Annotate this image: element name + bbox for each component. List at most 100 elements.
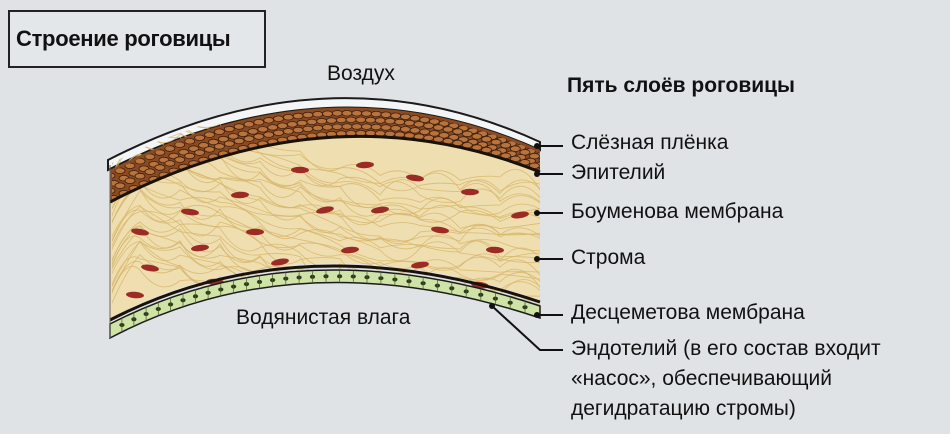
epithelial-cell	[490, 138, 502, 146]
epithelial-cell	[390, 125, 402, 132]
epithelial-cell	[144, 153, 156, 160]
epithelial-cell	[302, 111, 314, 119]
epithelial-cell	[204, 146, 215, 153]
keratocyte	[461, 188, 479, 196]
epithelial-cell	[370, 123, 382, 131]
epithelial-cell	[273, 129, 284, 136]
epithelial-cell	[247, 128, 259, 135]
epithelial-cell	[134, 157, 146, 165]
epithelial-cell	[282, 113, 294, 121]
epithelial-cell	[112, 172, 116, 179]
epithelial-cell	[322, 110, 333, 117]
epithelial-cell	[112, 187, 116, 194]
epithelial-cell	[331, 123, 343, 130]
epithelial-cell	[370, 110, 382, 118]
leader-dots	[489, 143, 540, 318]
epithelial-cell	[355, 116, 367, 123]
epithelial-cell	[461, 130, 473, 138]
epithelial-cell	[341, 123, 353, 130]
epithelial-cell	[267, 124, 279, 131]
keratocyte	[411, 261, 429, 269]
epithelial-cell	[423, 122, 435, 129]
label-epithelium: Эпителий	[571, 161, 666, 184]
stroma	[110, 134, 540, 318]
epithelial-cell	[286, 121, 298, 128]
keratocyte	[271, 258, 289, 266]
epithelial-cell	[233, 137, 245, 145]
stroma-fiber	[112, 181, 540, 266]
epithelial-cell	[331, 110, 343, 117]
epithelial-cell	[208, 138, 219, 146]
stroma-fiber	[112, 176, 540, 259]
epithelial-cell	[326, 117, 337, 124]
epithelial-cell	[164, 145, 176, 152]
epithelial-cell	[233, 123, 245, 130]
epithelial-cell	[124, 177, 136, 184]
keratocyte	[406, 174, 424, 182]
epithelial-cell	[144, 168, 156, 175]
keratocyte	[126, 291, 144, 299]
epithelial-cell	[184, 137, 196, 145]
epithelial-cell	[409, 127, 421, 134]
epithelial-cell	[361, 123, 372, 130]
epithelial-cell	[174, 141, 186, 148]
epithelial-cell	[374, 117, 386, 124]
keratocyte	[231, 191, 249, 199]
keratocyte	[131, 228, 149, 236]
epithelial-cell	[223, 125, 235, 133]
stroma-fiber	[112, 185, 540, 271]
epithelial-cell	[263, 131, 275, 138]
epithelial-cell	[114, 182, 126, 189]
epithelial-cell	[302, 125, 314, 133]
epithelial-cell	[273, 115, 284, 122]
title-box	[8, 10, 266, 68]
stroma-fiber	[112, 123, 540, 203]
keratocyte	[191, 244, 209, 252]
aqueous-humor-label: Водянистая влага	[236, 306, 411, 329]
epithelial-cell	[194, 149, 206, 156]
stroma-fiber	[112, 210, 540, 288]
epithelial-cell	[428, 118, 440, 125]
leader-endothelium	[491, 305, 563, 351]
epithelial-cell	[403, 119, 415, 127]
epithelial-cell	[335, 116, 347, 124]
epithelial-cells	[112, 109, 540, 202]
keratocyte	[356, 161, 374, 169]
keratocyte	[371, 206, 389, 214]
epithelial-cell	[217, 135, 229, 143]
keratocyte	[181, 208, 199, 216]
epithelial-cell	[365, 116, 376, 124]
epithelial-cell	[174, 156, 186, 163]
epithelial-cell	[257, 126, 269, 133]
bowman-membrane	[109, 134, 541, 204]
epithelial-cell	[312, 124, 324, 132]
epithelial-cell	[380, 124, 392, 131]
epithelial-cell	[263, 117, 275, 124]
label-tear-film: Слёзная плёнка	[571, 131, 729, 154]
stroma-fiber	[112, 204, 540, 287]
epithelial-cell	[213, 128, 225, 135]
epithelial-cell	[442, 126, 454, 133]
epithelial-cell	[292, 112, 304, 120]
stroma-fiber	[112, 209, 540, 290]
leader-lines	[491, 145, 563, 351]
epithelial-cell	[243, 135, 255, 142]
epithelial-cell	[124, 162, 136, 169]
epithelial-cell	[481, 135, 492, 143]
descemet-membrane	[109, 264, 541, 322]
epithelial-cell	[213, 143, 225, 150]
keratocyte	[316, 206, 334, 214]
diagram-title: Строение роговицы	[16, 26, 231, 51]
epithelial-cell	[253, 133, 265, 140]
keratocyte	[341, 246, 359, 254]
epithelial-cell	[384, 117, 396, 125]
layers-heading: Пять слоёв роговицы	[567, 74, 795, 97]
epithelial-cell	[312, 110, 324, 118]
epithelial-cell	[253, 118, 265, 126]
epithelial-cell	[380, 111, 392, 118]
air-label: Воздух	[327, 62, 395, 85]
stroma-fiber	[112, 126, 540, 216]
epithelial-cell	[154, 164, 166, 171]
epithelial-cell	[361, 110, 372, 117]
